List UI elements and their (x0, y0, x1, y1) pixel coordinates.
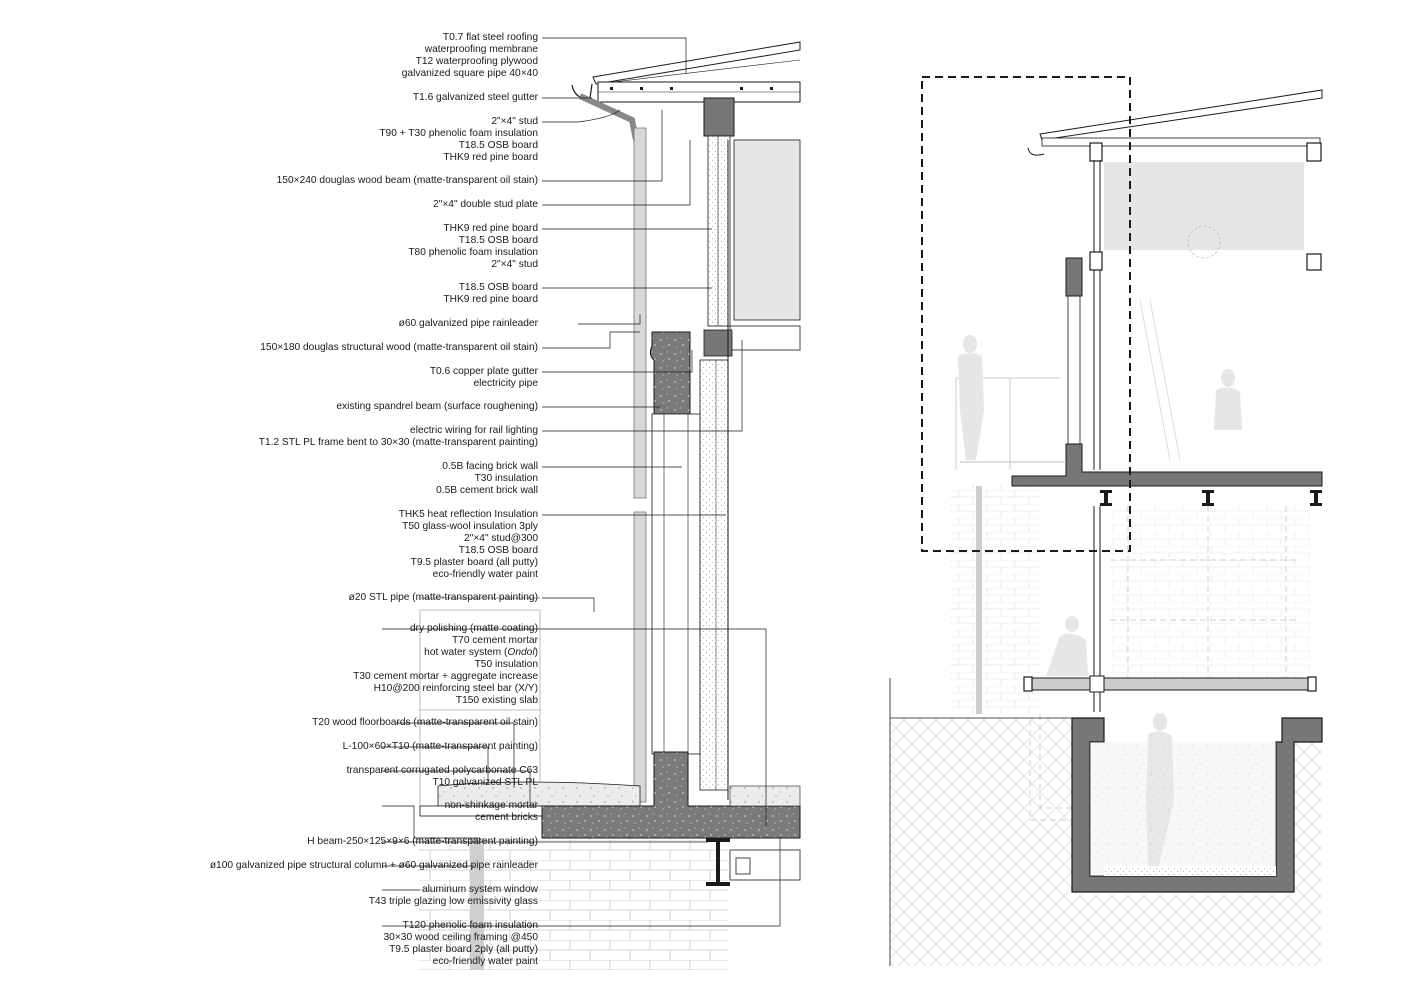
concrete-slab (541, 751, 801, 839)
callout-roof-stud: 2"×4" stud T90 + T30 phenolic foam insul… (379, 116, 538, 163)
callout-structural-column: ø100 galvanized pipe structural column +… (209, 860, 538, 871)
callout-window: aluminum system window T43 triple glazin… (368, 884, 538, 907)
brick-wall-section (651, 413, 701, 755)
callout-angle-steel: L-100×60×T10 (matte-transparent painting… (342, 741, 538, 752)
callout-wood-floorboards: T20 wood floorboards (matte-transparent … (312, 717, 538, 728)
section-floor-slab (1011, 443, 1323, 487)
detail-callout-box (921, 76, 1131, 552)
section-glazing (1104, 162, 1304, 250)
callout-copper-gutter: T0.6 copper plate gutter electricity pip… (429, 366, 538, 389)
callout-rainleader: ø60 galvanized pipe rainleader (398, 318, 538, 329)
callout-structural-wood: 150×180 douglas structural wood (matte-t… (260, 342, 538, 353)
left-detail-drawing (418, 41, 801, 970)
callout-stud-plate: 2"×4" double stud plate (433, 199, 538, 210)
callout-polycarbonate: transparent corrugated polycarbonate C63… (346, 765, 538, 788)
callout-h-beam: H beam-250×125×9×6 (matte-transparent pa… (307, 836, 538, 847)
h-beam (706, 838, 730, 886)
callout-roofing: T0.7 flat steel roofing waterproofing me… (401, 32, 538, 79)
section-spandrel (1065, 257, 1083, 297)
callout-mortar: non-shinkage mortar cement bricks (444, 800, 538, 823)
section-steel-beams (1100, 490, 1322, 506)
callout-gutter: T1.6 galvanized steel gutter (412, 92, 538, 103)
callout-spandrel-beam: existing spandrel beam (surface rougheni… (336, 401, 538, 412)
callout-rail-lighting: electric wiring for rail lighting T1.2 S… (258, 425, 538, 448)
brick-wall-base (418, 838, 728, 970)
ground-fill (890, 718, 1322, 966)
douglas-beam (703, 97, 735, 137)
right-section-drawing (889, 76, 1323, 966)
rainleader-pipe (633, 127, 647, 499)
callout-wood-beam: 150×240 douglas wood beam (matte-transpa… (276, 175, 538, 186)
balcony-floor (437, 781, 641, 807)
lower-window (729, 849, 801, 881)
roof-slope (592, 41, 801, 85)
callout-brick-wall: 0.5B facing brick wall T30 insulation 0.… (436, 461, 538, 496)
section-roof (1039, 89, 1323, 141)
callout-floor-build-up: dry polishing (matte coating) T70 cement… (353, 623, 538, 706)
callout-insulation-wall: THK5 heat reflection Insulation T50 glas… (398, 509, 538, 580)
callout-wall-layers: THK9 red pine board T18.5 OSB board T80 … (408, 223, 538, 270)
leader-lines (382, 37, 781, 927)
callout-ceiling: T120 phenolic foam insulation 30×30 wood… (383, 920, 538, 967)
callout-ondol-line: hot water system (Ondol) (424, 647, 538, 658)
callout-osb-board: T18.5 OSB board THK9 red pine board (443, 282, 538, 305)
wall-stud-zone (707, 135, 731, 327)
callout-stl-pipe: ø20 STL pipe (matte-transparent painting… (348, 592, 538, 603)
window-glass (733, 139, 801, 321)
